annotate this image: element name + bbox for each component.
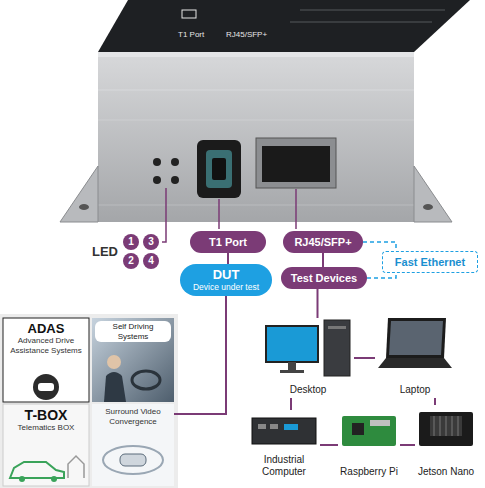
application-box: Surround Video Convergence xyxy=(92,404,174,486)
node-text: ADAS xyxy=(28,321,65,336)
node-text: Self Driving Systems xyxy=(95,321,171,342)
application-panel xyxy=(0,314,178,488)
device-node: Laptop xyxy=(375,315,455,398)
node-text: T1 Port xyxy=(209,236,247,249)
cable-line xyxy=(400,444,415,446)
node-text: Device under test xyxy=(193,282,259,292)
node-text: Telematics BOX xyxy=(18,423,75,433)
panel-print: T1 Port xyxy=(178,30,204,40)
dut-pill: DUTDevice under test xyxy=(180,264,272,296)
network-link xyxy=(363,242,396,251)
network-box: Fast Ethernet xyxy=(382,251,478,273)
cable-line xyxy=(322,253,324,267)
node-text: Raspberry Pi xyxy=(340,466,398,478)
device-node: Desktop xyxy=(262,318,354,398)
node-text: Test Devices xyxy=(291,272,357,285)
device-node: Industrial Computer xyxy=(248,410,320,480)
callout-number: 2 xyxy=(123,253,139,269)
node-text: T-BOX xyxy=(25,407,68,423)
node-text: DUT xyxy=(213,268,240,282)
node-text: Fast Ethernet xyxy=(395,256,465,269)
converter-housing xyxy=(60,0,470,222)
node-text: Advanced Drive Assistance Systems xyxy=(6,336,86,355)
callout-number: 4 xyxy=(143,253,159,269)
application-box: Self Driving Systems xyxy=(92,318,174,402)
port-pill: RJ45/SFP+ xyxy=(283,231,363,253)
cable-line xyxy=(290,398,292,410)
port-pill: T1 Port xyxy=(190,231,266,253)
node-text: Surround Video Convergence xyxy=(95,407,171,426)
cable-line xyxy=(354,357,375,359)
computer-icons xyxy=(252,318,473,446)
node-text: Desktop xyxy=(290,384,327,396)
node-text: RJ45/SFP+ xyxy=(294,236,351,249)
application-box: T-BOXTelematics BOX xyxy=(3,404,89,486)
application-box: ADASAdvanced Drive Assistance Systems xyxy=(3,318,89,402)
device-node: Jetson Nano xyxy=(415,405,477,480)
group-pill: Test Devices xyxy=(281,267,367,289)
node-text: Industrial Computer xyxy=(250,454,318,478)
node-text: Laptop xyxy=(400,384,431,396)
callout-number: 3 xyxy=(143,234,159,250)
cable-line xyxy=(174,296,226,414)
panel-print: RJ45/SFP+ xyxy=(226,30,267,40)
callout-number: 1 xyxy=(123,234,139,250)
network-link xyxy=(367,273,396,278)
part-name: LED xyxy=(92,244,118,259)
node-text: Jetson Nano xyxy=(418,466,474,478)
device-node: Raspberry Pi xyxy=(338,410,400,480)
cable-line xyxy=(320,444,338,446)
cable-line xyxy=(317,289,319,318)
cable-line xyxy=(434,398,436,405)
cable-line xyxy=(227,253,229,264)
